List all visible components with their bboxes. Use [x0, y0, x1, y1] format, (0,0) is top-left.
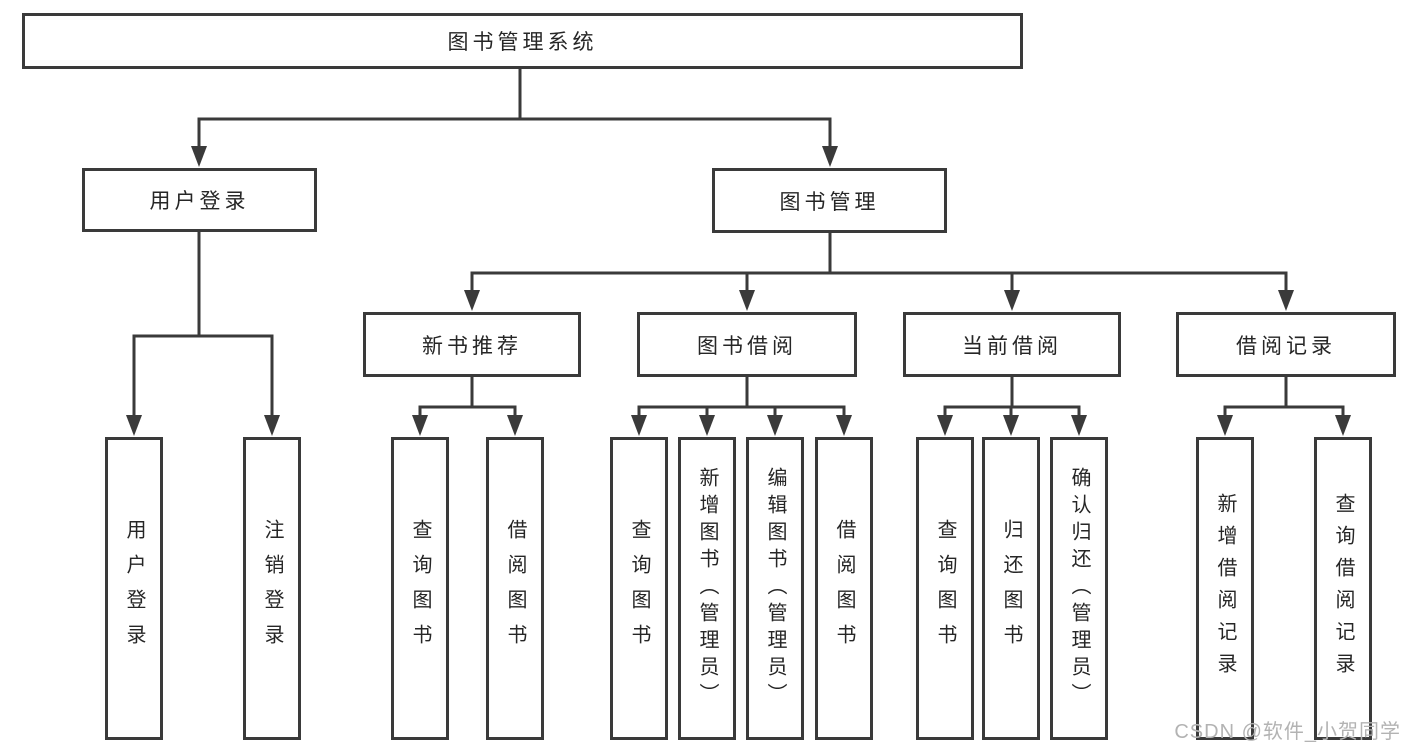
watermark-text: CSDN @软件_小贺同学	[1174, 721, 1401, 743]
leaf-borrow-add-admin: 新增图书（管理员）	[678, 437, 736, 740]
node-book-borrow: 图书借阅	[637, 312, 857, 377]
node-book-management: 图书管理	[712, 168, 947, 233]
leaf-user-login: 用户登录	[105, 437, 163, 740]
leaf-borrow-borrow: 借阅图书	[815, 437, 873, 740]
leaf-current-return: 归还图书	[982, 437, 1040, 740]
leaf-records-add: 新增借阅记录	[1196, 437, 1254, 740]
leaf-borrow-edit-admin: 编辑图书（管理员）	[746, 437, 804, 740]
node-current-borrow: 当前借阅	[903, 312, 1121, 377]
node-borrow-records: 借阅记录	[1176, 312, 1396, 377]
leaf-newbooks-borrow: 借阅图书	[486, 437, 544, 740]
leaf-records-search: 查询借阅记录	[1314, 437, 1372, 740]
node-user-login: 用户登录	[82, 168, 317, 232]
leaf-current-search: 查询图书	[916, 437, 974, 740]
leaf-newbooks-search: 查询图书	[391, 437, 449, 740]
leaf-borrow-search: 查询图书	[610, 437, 668, 740]
leaf-logout: 注销登录	[243, 437, 301, 740]
node-root: 图书管理系统	[22, 13, 1023, 69]
node-new-books: 新书推荐	[363, 312, 581, 377]
leaf-current-confirm-admin: 确认归还（管理员）	[1050, 437, 1108, 740]
